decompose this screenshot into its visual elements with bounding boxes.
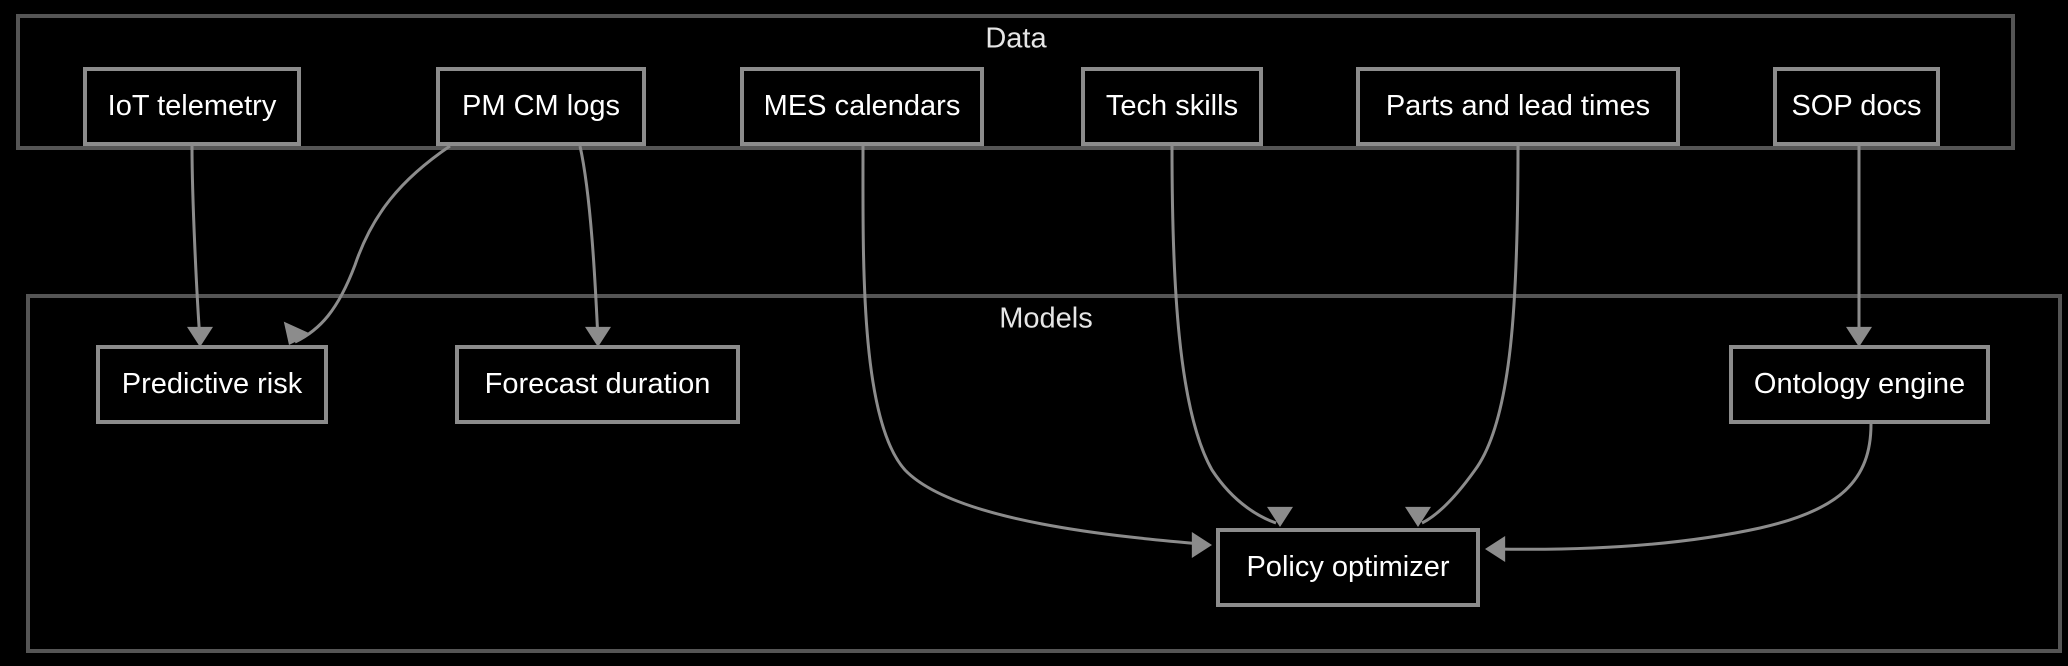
edge-tech-to-policy (1170, 145, 1293, 527)
edge-line-e6 (1421, 145, 1520, 525)
node-label-mes: MES calendars (764, 90, 961, 122)
node-pmcm[interactable]: PM CM logs (436, 67, 646, 146)
node-label-pmcm: PM CM logs (462, 90, 620, 122)
node-forecast[interactable]: Forecast duration (455, 345, 740, 424)
arrowhead-icon (1191, 532, 1212, 558)
node-box-parts[interactable] (1356, 67, 1680, 146)
node-box-tech[interactable] (1081, 67, 1263, 146)
edge-pmcm-to-risk (283, 144, 451, 345)
edge-ontology-to-policy (1485, 423, 1873, 562)
node-label-forecast: Forecast duration (485, 368, 711, 400)
edge-mes-to-policy (861, 145, 1212, 558)
node-iot[interactable]: IoT telemetry (83, 67, 301, 146)
node-label-risk: Predictive risk (122, 368, 303, 400)
node-label-tech: Tech skills (1106, 90, 1238, 122)
edge-line-e3 (578, 145, 600, 341)
node-box-ontology[interactable] (1729, 345, 1990, 424)
edge-sop-to-ontology (1846, 146, 1872, 347)
arrowhead-icon (1267, 506, 1293, 527)
node-policy[interactable]: Policy optimizer (1216, 528, 1480, 607)
node-label-sop: SOP docs (1791, 90, 1921, 122)
node-mes[interactable]: MES calendars (740, 67, 984, 146)
node-sop[interactable]: SOP docs (1773, 67, 1940, 146)
cluster-models: Models (26, 294, 2062, 653)
node-box-sop[interactable] (1773, 67, 1940, 146)
node-label-ontology: Ontology engine (1754, 368, 1965, 400)
node-box-iot[interactable] (83, 67, 301, 146)
node-box-policy[interactable] (1216, 528, 1480, 607)
edge-line-e5 (1170, 145, 1277, 525)
edge-iot-to-risk (187, 145, 213, 347)
arrowhead-icon (1846, 326, 1872, 347)
node-box-pmcm[interactable] (436, 67, 646, 146)
edge-layer (187, 144, 1873, 562)
node-layer: IoT telemetry PM CM logs MES calendars Tech… (83, 67, 1990, 607)
arrowhead-icon (187, 326, 213, 347)
cluster-label-models: Models (999, 303, 1093, 335)
node-label-parts: Parts and lead times (1386, 90, 1650, 122)
cluster-border-data (16, 14, 2015, 150)
edge-parts-to-policy (1405, 145, 1520, 527)
arrowhead-icon (585, 326, 611, 347)
node-label-iot: IoT telemetry (108, 90, 277, 122)
node-tech[interactable]: Tech skills (1081, 67, 1263, 146)
node-ontology[interactable]: Ontology engine (1729, 345, 1990, 424)
node-risk[interactable]: Predictive risk (96, 345, 328, 424)
edge-line-e2 (294, 144, 451, 344)
edge-line-e8 (1495, 423, 1873, 551)
node-box-mes[interactable] (740, 67, 984, 146)
node-box-risk[interactable] (96, 345, 328, 424)
edge-line-e1 (190, 145, 202, 341)
node-box-forecast[interactable] (455, 345, 740, 424)
node-parts[interactable]: Parts and lead times (1356, 67, 1680, 146)
arrowhead-icon (1405, 506, 1431, 527)
edge-pmcm-to-forecast (578, 145, 611, 347)
arrowhead-icon (1485, 536, 1506, 562)
arrowhead-icon (283, 321, 312, 345)
edge-line-e4 (861, 145, 1203, 546)
node-label-policy: Policy optimizer (1246, 551, 1449, 583)
cluster-data: Data (16, 14, 2015, 150)
cluster-border-models (26, 294, 2062, 653)
cluster-label-data: Data (985, 23, 1047, 55)
